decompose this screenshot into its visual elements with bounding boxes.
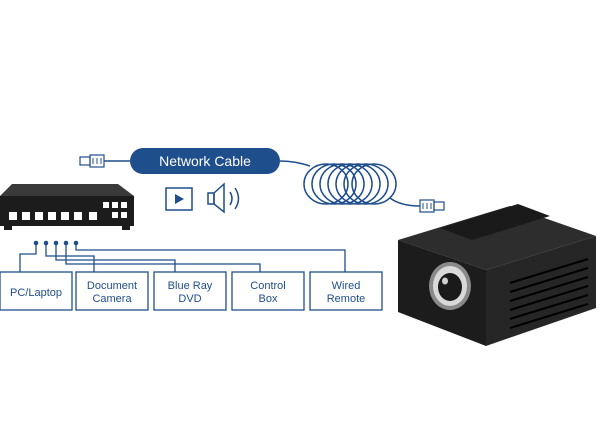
input-label-remote: Remote (327, 293, 366, 305)
switcher-buttons (9, 202, 127, 220)
projector-lens (429, 262, 471, 310)
input-label-box: Box (259, 293, 278, 305)
rj45-connector-left (79, 154, 105, 168)
input-wiring (19, 244, 346, 272)
input-box-blu-ray-dvd: Blue Ray DVD (153, 271, 227, 311)
network-cable-label: Network Cable (159, 153, 251, 169)
input-label-document: Document (87, 280, 137, 292)
projector (398, 204, 596, 346)
cable-coil (303, 163, 397, 205)
speaker-icon (207, 182, 240, 214)
input-box-pc-laptop: PC/Laptop (0, 271, 73, 311)
network-cable: Network Cable (79, 148, 445, 213)
input-box-control-box: Control Box (231, 271, 305, 311)
input-ports (33, 240, 79, 246)
input-label-wired: Wired (332, 280, 361, 292)
video-play-icon (165, 187, 193, 211)
input-label-pc-laptop: PC/Laptop (10, 287, 62, 299)
rj45-connector-right (419, 199, 445, 213)
projector-vents (509, 258, 589, 329)
input-box-wired-remote: Wired Remote (309, 271, 383, 311)
input-label-camera: Camera (92, 293, 132, 305)
switcher-device (0, 184, 134, 230)
input-label-control: Control (250, 280, 285, 292)
network-cable-label-pill (130, 148, 280, 174)
input-label-blue-ray: Blue Ray (168, 280, 213, 292)
input-label-dvd: DVD (178, 293, 201, 305)
input-box-document-camera: Document Camera (75, 271, 149, 311)
